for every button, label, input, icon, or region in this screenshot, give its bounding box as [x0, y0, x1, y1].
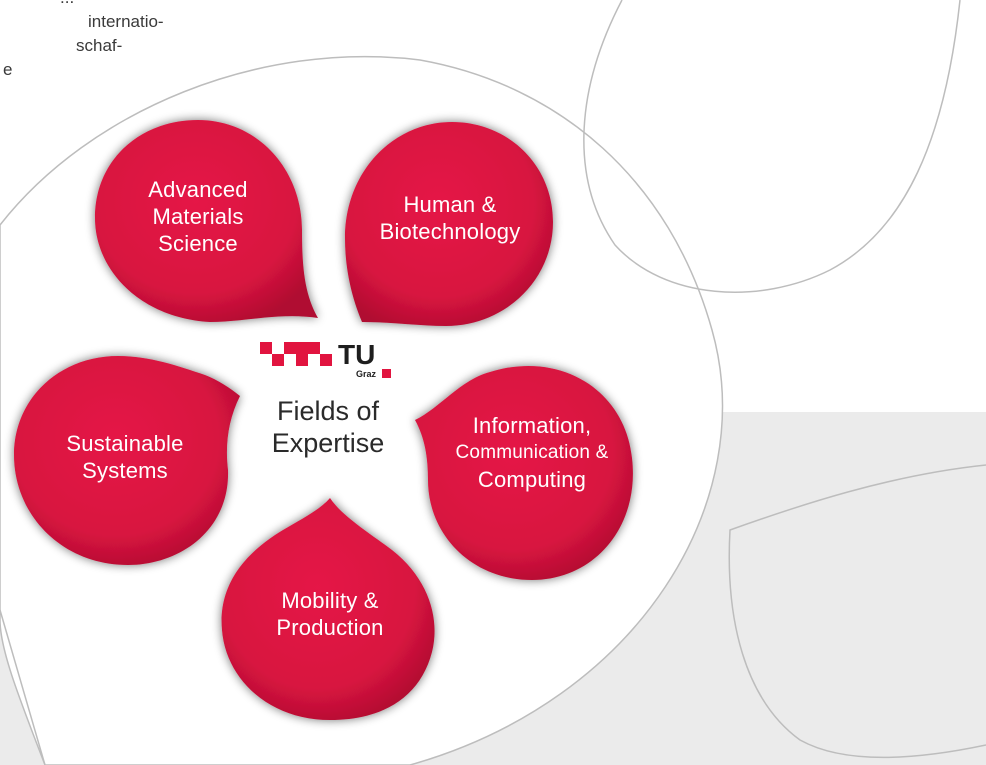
- label-human-biotech: Human & Biotechnology: [360, 191, 540, 245]
- top-right-teardrop: [583, 0, 961, 293]
- petal-sustainable-systems[interactable]: [14, 356, 240, 565]
- petal-information-computing[interactable]: [415, 365, 633, 580]
- logo-brand: TU: [338, 340, 375, 370]
- label-information-computing: Information, Communication & Computing: [432, 412, 632, 493]
- fields-title: Fields of Expertise: [253, 395, 403, 459]
- label-line: Science: [158, 231, 238, 256]
- intro-line: e: [3, 60, 13, 79]
- label-line: Mobility &: [281, 588, 379, 613]
- petal-advanced-materials[interactable]: [95, 120, 318, 322]
- label-line: Sustainable: [66, 431, 184, 456]
- left-outline: [0, 609, 46, 765]
- center-block: TU Graz Fields of Expertise: [253, 340, 403, 459]
- logo-city: Graz: [356, 369, 377, 379]
- label-line: Advanced: [148, 177, 248, 202]
- label-line: Human &: [403, 192, 497, 217]
- bottom-right-teardrop: [728, 464, 986, 759]
- intro-text: ... internatio- schaf- e: [0, 0, 164, 82]
- label-advanced-materials: Advanced Materials Science: [118, 176, 278, 257]
- label-sustainable-systems: Sustainable Systems: [45, 430, 205, 484]
- title-line: Fields of: [276, 396, 380, 426]
- label-line: Systems: [82, 458, 168, 483]
- intro-line: ...: [0, 0, 164, 10]
- intro-line: internatio-: [88, 12, 164, 31]
- petal-human-biotech[interactable]: [345, 122, 553, 326]
- label-line: Computing: [477, 467, 587, 492]
- label-line: Biotechnology: [379, 219, 521, 244]
- label-line: Materials: [152, 204, 244, 229]
- intro-line: schaf-: [76, 36, 123, 55]
- label-line: Communication &: [455, 442, 609, 463]
- petal-mobility-production[interactable]: [221, 498, 435, 720]
- label-line: Information,: [472, 413, 592, 438]
- label-mobility-production: Mobility & Production: [250, 587, 410, 641]
- label-line: Production: [276, 615, 384, 640]
- title-line: Expertise: [271, 428, 385, 458]
- tu-graz-logo: TU Graz: [260, 340, 391, 379]
